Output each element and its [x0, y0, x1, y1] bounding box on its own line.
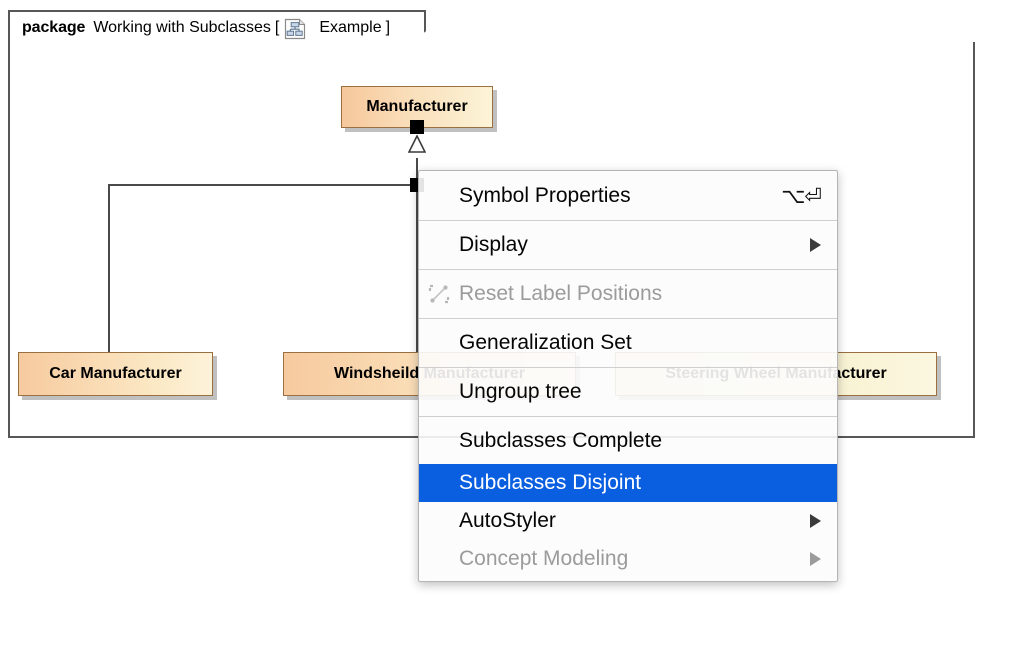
diagram-name: Example [319, 19, 382, 36]
chevron-right-icon [810, 514, 821, 528]
menu-item-subclasses-disjoint[interactable]: Subclasses Disjoint [419, 464, 837, 502]
menu-item-label: Ungroup tree [459, 380, 582, 403]
menu-item-label: Reset Label Positions [459, 282, 663, 305]
generalization-branch-car[interactable] [108, 184, 110, 354]
bracket-close: ] [385, 19, 391, 36]
menu-item-label: Concept Modeling [459, 547, 629, 570]
menu-item-label: Subclasses Disjoint [459, 471, 642, 494]
menu-separator [419, 269, 837, 270]
menu-item-label: Generalization Set [459, 331, 632, 354]
menu-item-label: AutoStyler [459, 509, 556, 532]
menu-separator [419, 318, 837, 319]
generalization-arrowhead [407, 134, 427, 159]
generalization-anchor-handle-top[interactable] [410, 120, 424, 134]
menu-item-display[interactable]: Display [419, 222, 837, 268]
package-name: Working with Subclasses [93, 19, 271, 36]
class-box-car-manufacturer[interactable]: Car Manufacturer [18, 352, 213, 396]
generalization-branch-windsheild[interactable] [416, 184, 418, 354]
class-name-car-manufacturer: Car Manufacturer [49, 365, 182, 382]
menu-shortcut-option-return: ⌥⏎ [781, 184, 822, 208]
menu-item-autostyler[interactable]: AutoStyler [419, 502, 837, 540]
class-diagram-icon [284, 18, 306, 40]
chevron-right-icon [810, 238, 821, 252]
menu-item-concept-modeling: Concept Modeling [419, 540, 837, 578]
bracket-open: [ [274, 19, 280, 36]
reset-label-positions-icon [427, 282, 451, 306]
menu-item-label: Display [459, 233, 528, 256]
menu-item-ungroup-tree[interactable]: Ungroup tree [419, 369, 837, 415]
menu-item-generalization-set[interactable]: Generalization Set [419, 320, 837, 366]
menu-item-reset-label-positions: Reset Label Positions [419, 271, 837, 317]
menu-separator [419, 416, 837, 417]
menu-item-label: Subclasses Complete [459, 429, 663, 452]
menu-item-label: Symbol Properties [459, 184, 631, 207]
menu-separator [419, 220, 837, 221]
menu-item-subclasses-complete[interactable]: Subclasses Complete [419, 418, 837, 464]
generalization-vertical-stem[interactable] [416, 158, 418, 186]
package-header-tab[interactable]: package Working with Subclasses [ Exampl… [8, 10, 427, 44]
chevron-right-icon [810, 552, 821, 566]
menu-item-symbol-properties[interactable]: Symbol Properties ⌥⏎ [419, 173, 837, 219]
context-menu[interactable]: Symbol Properties ⌥⏎ Display Reset Label… [418, 170, 838, 582]
generalization-horizontal-bar[interactable] [108, 184, 418, 186]
package-keyword: package [22, 19, 86, 36]
menu-separator [419, 367, 837, 368]
class-name-manufacturer: Manufacturer [366, 98, 468, 115]
